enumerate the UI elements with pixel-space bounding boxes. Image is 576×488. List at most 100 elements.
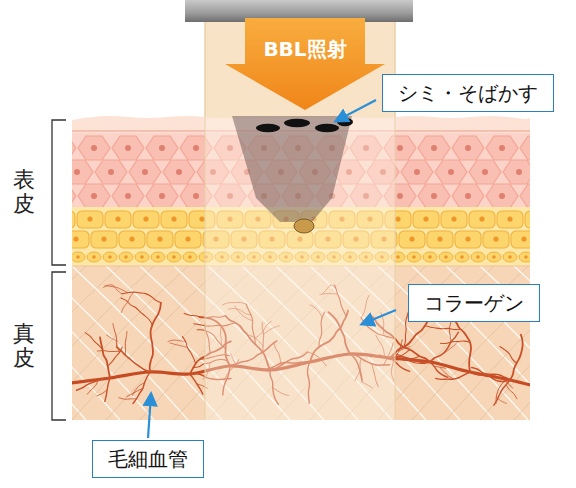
callout-label: シミ・そばかす [397, 81, 539, 105]
cell [133, 211, 159, 228]
capillary [436, 372, 470, 379]
cell-nucleus [193, 193, 199, 199]
basal-cell [407, 252, 421, 262]
cell-nucleus [395, 216, 400, 221]
cell-nucleus [397, 193, 403, 199]
cell [146, 136, 178, 160]
capillary [150, 303, 161, 372]
basal-cell [519, 252, 530, 262]
cell [399, 231, 425, 248]
basal-cell [119, 252, 133, 262]
bracket [52, 120, 66, 265]
cell-nucleus [465, 145, 471, 151]
cell-nucleus [125, 145, 131, 151]
cell-nucleus [185, 236, 190, 241]
cell [469, 211, 495, 228]
capillary [440, 367, 454, 379]
cell [72, 184, 76, 208]
layer-label: 真皮 [13, 322, 35, 370]
arrow-label: BBL照射 [225, 18, 385, 63]
arrow-outline [225, 18, 385, 110]
capillary [472, 368, 510, 382]
cell-nucleus [193, 145, 199, 151]
capillary [506, 385, 517, 399]
melanin-spot [256, 124, 280, 132]
collagen-fiber [72, 266, 154, 420]
callout-box: 毛細血管 [92, 440, 204, 478]
capillary [168, 340, 186, 342]
cell [486, 136, 518, 160]
cell [452, 184, 484, 208]
cell [418, 136, 450, 160]
cell [483, 231, 509, 248]
cell-nucleus [476, 255, 480, 259]
cell [77, 211, 103, 228]
basal-cell [72, 252, 85, 262]
capillary [452, 319, 471, 372]
basal-cell [487, 252, 501, 262]
cell [497, 211, 523, 228]
leader-line [362, 310, 396, 324]
cell-nucleus [91, 193, 97, 199]
cell-nucleus [124, 255, 128, 259]
cell [147, 231, 173, 248]
cell-nucleus [397, 145, 403, 151]
capillary [496, 381, 504, 403]
cell-nucleus [521, 236, 526, 241]
capillary [103, 285, 121, 294]
basal-cell [439, 252, 453, 262]
bracket [52, 272, 66, 420]
capillary [122, 292, 161, 303]
cell [119, 231, 145, 248]
callout-box: シミ・そばかす [382, 74, 554, 112]
melanin-spot [315, 124, 339, 132]
cell-nucleus [492, 255, 496, 259]
capillary [125, 331, 127, 355]
cell [112, 136, 144, 160]
cell-nucleus [465, 193, 471, 199]
cell [525, 211, 530, 228]
capillary [500, 347, 517, 364]
capillary [77, 378, 110, 390]
arrow-body [225, 18, 385, 110]
basal-cell [503, 252, 517, 262]
cell [427, 231, 453, 248]
cell-nucleus [157, 236, 162, 241]
basal-cell [423, 252, 437, 262]
cell-nucleus [507, 216, 512, 221]
cell [91, 231, 117, 248]
cell-nucleus [76, 255, 80, 259]
cell-nucleus [115, 216, 120, 221]
cell-nucleus [493, 236, 498, 241]
cell [72, 211, 75, 228]
cell [95, 160, 127, 184]
capillary [170, 343, 187, 347]
callout-label: 毛細血管 [107, 447, 189, 471]
cell-nucleus [409, 236, 414, 241]
cell [175, 231, 201, 248]
cell-nucleus [188, 255, 192, 259]
melanocyte [294, 219, 314, 233]
capillary [121, 298, 152, 325]
capillary [425, 326, 461, 330]
cell-nucleus [140, 255, 144, 259]
capillary [105, 378, 110, 401]
cell-nucleus [423, 216, 428, 221]
cell-nucleus [482, 169, 488, 175]
collagen-fiber [72, 266, 154, 420]
capillary [494, 380, 510, 405]
capillary [440, 341, 470, 343]
cell-nucleus [479, 216, 484, 221]
capillary [510, 335, 523, 380]
cell [520, 136, 530, 160]
cell-nucleus [87, 216, 92, 221]
cell-nucleus [499, 145, 505, 151]
leader-line [148, 394, 151, 438]
cell [469, 160, 501, 184]
capillary [133, 372, 150, 403]
cell-nucleus [437, 236, 442, 241]
basal-cell [151, 252, 165, 262]
basal-cell [471, 252, 485, 262]
cell-nucleus [199, 216, 204, 221]
cell [455, 231, 481, 248]
